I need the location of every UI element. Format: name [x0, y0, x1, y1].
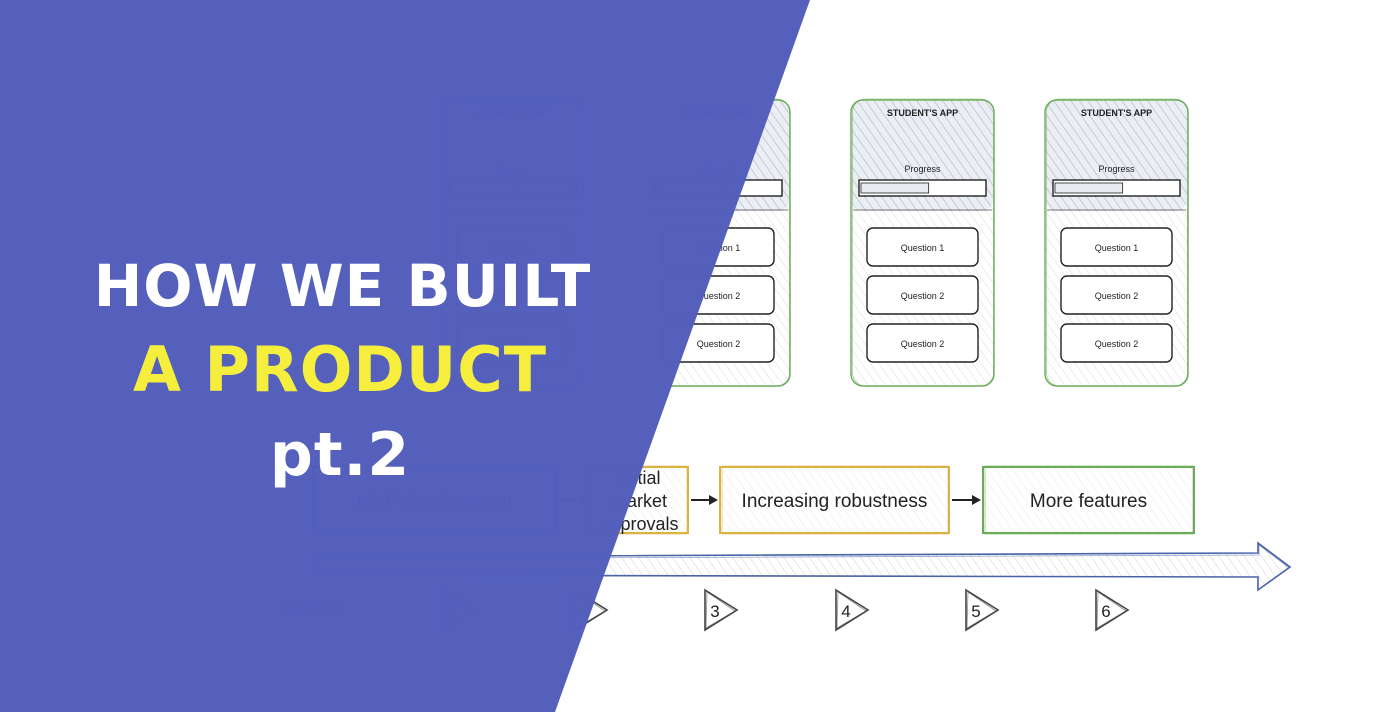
- phone-border-sketch: [1046, 98, 1188, 387]
- phase-arrow-head: [709, 495, 718, 505]
- phone-app-title: STUDENT'S APP: [887, 108, 958, 118]
- phase-label: More features: [1030, 491, 1147, 512]
- month-triangle: [1095, 588, 1130, 632]
- phase-arrow: [691, 495, 718, 505]
- phone-progress-fill: [1054, 182, 1124, 194]
- phase-border-sketch: [984, 465, 1194, 535]
- phase-label: Increasing robustness: [742, 491, 928, 512]
- phone-question-label: Question 2: [1095, 291, 1139, 301]
- headline-line-3: pt.2: [269, 420, 411, 490]
- phone-progress-fill: [860, 182, 930, 194]
- month-number: 4: [841, 602, 850, 621]
- phone-question-label: Question 2: [697, 339, 741, 349]
- phone-question-label: Question 1: [901, 243, 945, 253]
- months-label: Months: [282, 596, 341, 616]
- phone-progress-label: Progress: [700, 164, 737, 174]
- headline-line-1: HOW WE BUILT: [93, 252, 592, 320]
- phone-question-box: [1060, 275, 1173, 315]
- month-number: 3: [710, 602, 719, 621]
- headline-line-2: A PRODUCT: [132, 333, 548, 406]
- phone-progress-fill: [450, 182, 520, 194]
- phase-box: Initial market approvals: [590, 465, 689, 535]
- month-number: 1: [449, 602, 458, 621]
- phone-question-box: [1060, 227, 1173, 267]
- phone-app-title: STUDENT'S APP: [683, 108, 754, 118]
- phase-border: [982, 466, 1195, 534]
- phase-label: MVP development: [357, 491, 513, 512]
- phone-question-label: Question 2: [901, 339, 945, 349]
- phone-question-label: Question 1: [697, 243, 741, 253]
- phase-arrow-head: [972, 495, 981, 505]
- phase-box: Increasing robustness: [719, 465, 950, 535]
- timeline-arrow: [312, 541, 1292, 592]
- phase-box: More features: [982, 465, 1195, 535]
- month-marker: 4: [835, 588, 870, 632]
- month-number: 2: [580, 602, 589, 621]
- phone-question-label: Question 1: [1095, 243, 1139, 253]
- phone-question-label: Question 2: [901, 291, 945, 301]
- phone-progress-label: Progress: [494, 164, 531, 174]
- phone-question-label: Question 2: [697, 291, 741, 301]
- month-marker: 3: [704, 588, 739, 632]
- phase-hatch: [983, 467, 1194, 533]
- phone-app-title: STUDENT'S APP: [477, 108, 548, 118]
- phase-arrow-head: [580, 495, 589, 505]
- month-triangle-sketch: [836, 591, 867, 629]
- phone-progress-label: Progress: [904, 164, 941, 174]
- timeline-arrow-hatch: [313, 543, 1290, 590]
- phone-border-sketch: [852, 98, 994, 387]
- month-marker: 2: [574, 588, 609, 632]
- phase-arrow: [952, 495, 981, 505]
- month-number: 5: [971, 602, 980, 621]
- phone-progress-fill: [656, 182, 726, 194]
- phase-label: approvals: [600, 514, 678, 534]
- phone-progress-label: Progress: [1098, 164, 1135, 174]
- month-triangle: [835, 588, 870, 632]
- phone-question-box: [1060, 323, 1173, 363]
- month-triangle: [965, 588, 1000, 632]
- month-marker: 5: [965, 588, 1000, 632]
- phase-label: Initial: [618, 468, 660, 488]
- month-triangle-sketch: [1096, 591, 1127, 629]
- phone-question-label: Question 2: [1095, 339, 1139, 349]
- month-number: 6: [1101, 602, 1110, 621]
- month-marker: 1: [443, 588, 478, 632]
- phone-question-box: [866, 275, 979, 315]
- phone-question-box: [866, 227, 979, 267]
- phase-arrow: [559, 495, 589, 505]
- month-triangle-sketch: [966, 591, 997, 629]
- phone-question-box: [866, 323, 979, 363]
- month-marker: 6: [1095, 588, 1130, 632]
- phase-label: market: [612, 491, 667, 511]
- phone-app-title: STUDENT'S APP: [1081, 108, 1152, 118]
